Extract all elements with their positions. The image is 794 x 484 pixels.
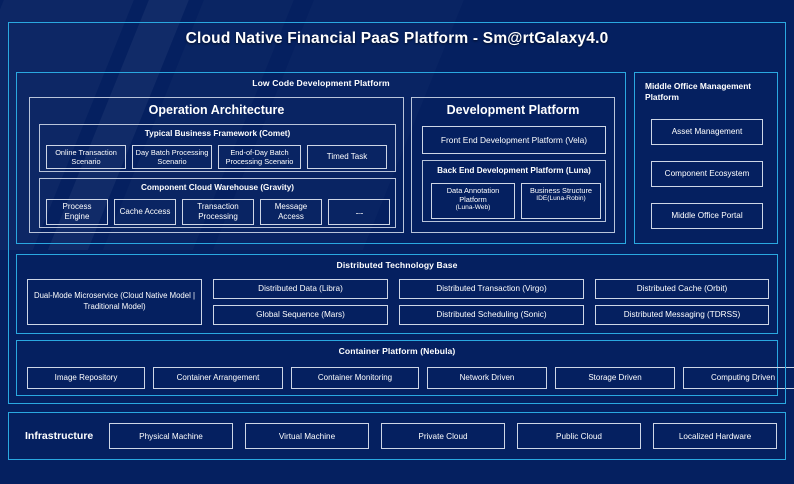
scenario-box-online-transaction[interactable]: Online Transaction Scenario (46, 145, 126, 169)
back-end-development-platform-panel: Back End Development Platform (Luna) Dat… (422, 160, 606, 222)
business-structure-ide-sublabel: IDE(Luna-Robin) (536, 195, 586, 203)
typical-business-framework-header: Typical Business Framework (Comet) (144, 129, 291, 138)
infrastructure-items: Physical Machine Virtual Machine Private… (109, 423, 777, 449)
component-box-transaction-processing[interactable]: Transaction Processing (182, 199, 254, 225)
container-item-storage-driven[interactable]: Storage Driven (555, 367, 675, 389)
operation-architecture-panel: Operation Architecture Typical Business … (29, 97, 404, 233)
container-item-container-arrangement[interactable]: Container Arrangement (153, 367, 283, 389)
middle-office-item-component-ecosystem[interactable]: Component Ecosystem (651, 161, 763, 187)
data-annotation-platform-box[interactable]: Data Annotation Platform (Luna-Web) (431, 183, 515, 219)
middle-office-item-middle-office-portal[interactable]: Middle Office Portal (651, 203, 763, 229)
container-platform-panel: Container Platform (Nebula) Image Reposi… (16, 340, 794, 396)
distributed-transaction-box[interactable]: Distributed Transaction (Virgo) (399, 279, 584, 299)
component-box-process-engine[interactable]: Process Engine (46, 199, 108, 225)
development-platform-panel: Development Platform Front End Developme… (411, 97, 615, 233)
typical-business-framework-panel: Typical Business Framework (Comet) Onlin… (39, 124, 396, 172)
distributed-technology-base-panel: Distributed Technology Base Dual-Mode Mi… (16, 254, 778, 334)
infrastructure-label: Infrastructure (25, 430, 94, 442)
distributed-cache-box[interactable]: Distributed Cache (Orbit) (595, 279, 769, 299)
infrastructure-item-private-cloud[interactable]: Private Cloud (381, 423, 505, 449)
container-item-image-repository[interactable]: Image Repository (27, 367, 145, 389)
infrastructure-frame: Infrastructure Physical Machine Virtual … (8, 412, 786, 460)
infrastructure-item-virtual-machine[interactable]: Virtual Machine (245, 423, 369, 449)
global-sequence-box[interactable]: Global Sequence (Mars) (213, 305, 388, 325)
component-box-cache-access[interactable]: Cache Access (114, 199, 176, 225)
data-annotation-platform-sublabel: (Luna-Web) (455, 204, 491, 212)
infrastructure-item-physical-machine[interactable]: Physical Machine (109, 423, 233, 449)
dual-mode-microservice-box[interactable]: Dual-Mode Microservice (Cloud Native Mod… (27, 279, 202, 325)
component-cloud-warehouse-header: Component Cloud Warehouse (Gravity) (141, 183, 294, 192)
distributed-technology-base-header: Distributed Technology Base (336, 260, 458, 270)
container-platform-header: Container Platform (Nebula) (338, 346, 456, 356)
middle-office-management-platform-header: Middle Office Management Platform (645, 81, 752, 103)
business-structure-ide-box[interactable]: Business Structure IDE(Luna-Robin) (521, 183, 601, 219)
component-cloud-warehouse-panel: Component Cloud Warehouse (Gravity) Proc… (39, 178, 396, 228)
infrastructure-item-public-cloud[interactable]: Public Cloud (517, 423, 641, 449)
development-platform-title: Development Platform (446, 103, 580, 117)
low-code-platform-header: Low Code Development Platform (252, 78, 390, 88)
scenario-box-timed-task[interactable]: Timed Task (307, 145, 387, 169)
main-architecture-frame (8, 22, 786, 404)
container-item-container-monitoring[interactable]: Container Monitoring (291, 367, 419, 389)
page-title: Cloud Native Financial PaaS Platform - S… (185, 30, 609, 47)
infrastructure-item-localized-hardware[interactable]: Localized Hardware (653, 423, 777, 449)
back-end-development-platform-header: Back End Development Platform (Luna) (437, 166, 591, 175)
scenario-box-day-batch[interactable]: Day Batch Processing Scenario (132, 145, 212, 169)
distributed-messaging-box[interactable]: Distributed Messaging (TDRSS) (595, 305, 769, 325)
component-box-more[interactable]: ...... (328, 199, 390, 225)
container-item-network-driven[interactable]: Network Driven (427, 367, 547, 389)
front-end-development-platform-box[interactable]: Front End Development Platform (Vela) (422, 126, 606, 154)
component-box-message-access[interactable]: Message Access (260, 199, 322, 225)
scenario-box-end-of-day-batch[interactable]: End-of-Day Batch Processing Scenario (218, 145, 301, 169)
data-annotation-platform-label: Data Annotation Platform (446, 186, 500, 205)
distributed-data-box[interactable]: Distributed Data (Libra) (213, 279, 388, 299)
low-code-development-platform-panel: Low Code Development Platform Operation … (16, 72, 626, 244)
container-item-computing-driven[interactable]: Computing Driven (683, 367, 794, 389)
middle-office-item-asset-management[interactable]: Asset Management (651, 119, 763, 145)
business-structure-label: Business Structure (529, 186, 593, 195)
distributed-scheduling-box[interactable]: Distributed Scheduling (Sonic) (399, 305, 584, 325)
middle-office-management-platform-panel: Middle Office Management Platform Asset … (634, 72, 778, 244)
operation-architecture-title: Operation Architecture (148, 103, 285, 117)
